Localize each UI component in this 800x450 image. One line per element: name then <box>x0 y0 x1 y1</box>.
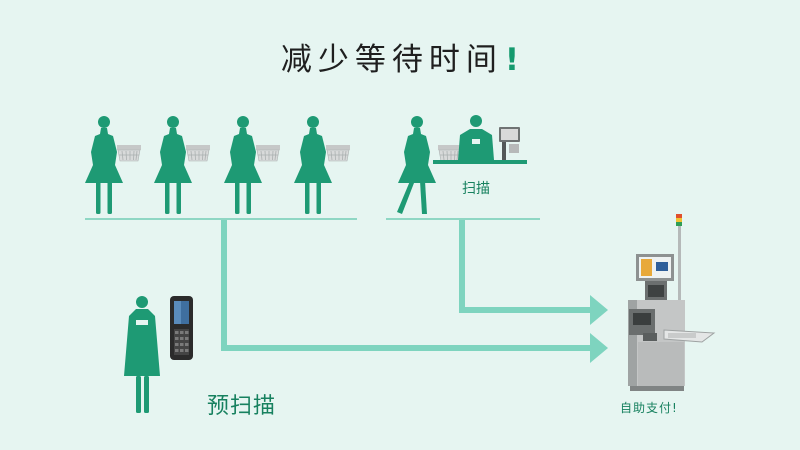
walking-customer <box>397 116 436 214</box>
prescan-label: 预扫描 <box>207 394 277 419</box>
cash-register-icon <box>499 127 520 160</box>
prescan-arrow <box>221 220 594 351</box>
cashier-counter <box>433 115 527 164</box>
staff-name-badge <box>136 320 148 325</box>
self-pay-label: 自助支付! <box>620 401 678 415</box>
queue-customer-3 <box>224 116 262 214</box>
shopping-basket-icon <box>325 144 351 162</box>
scan-label: 扫描 <box>462 181 490 197</box>
title-text: 减少等待时间 <box>280 42 503 78</box>
cashier-person <box>458 115 494 160</box>
shopping-basket-icon <box>116 144 142 162</box>
prescan-arrow-head <box>590 333 608 363</box>
scan-arrow-head <box>590 295 608 325</box>
shopping-basket-icon <box>185 144 211 162</box>
handheld-scanner-icon <box>170 296 193 360</box>
title-exclaim: ! <box>504 42 520 78</box>
queue-customer-1 <box>85 116 123 214</box>
shopping-basket-icon <box>255 144 281 162</box>
queue-customer-2 <box>154 116 192 214</box>
scan-arrow <box>459 220 594 313</box>
queue-customer-4 <box>294 116 332 214</box>
staff-person <box>124 296 160 413</box>
cashier-name-badge <box>472 139 480 144</box>
page-title: 减少等待时间! <box>0 34 800 79</box>
self-checkout-kiosk-icon <box>628 214 716 391</box>
